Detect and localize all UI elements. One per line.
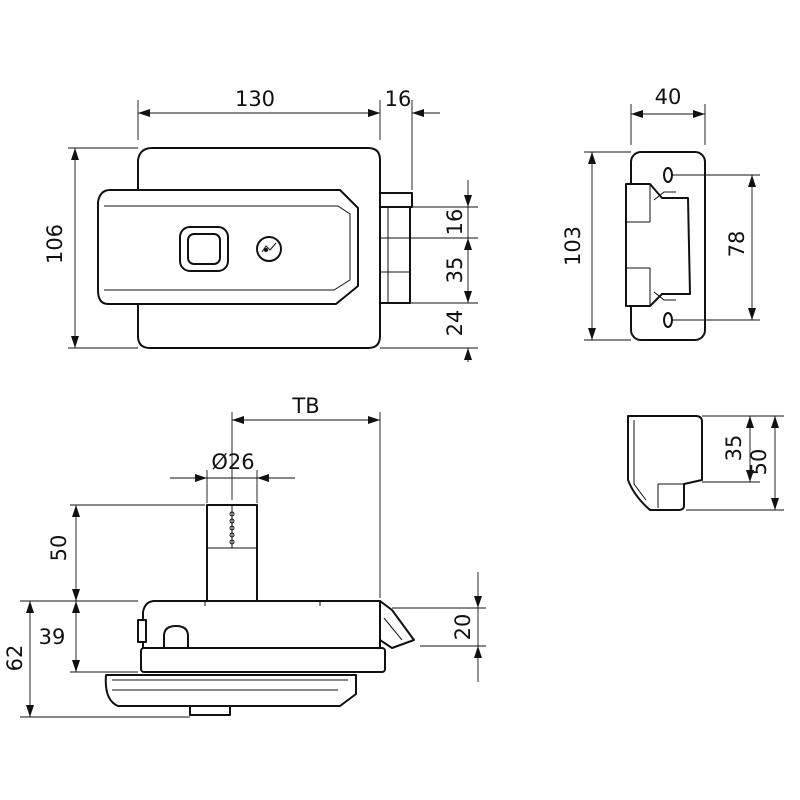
side-body xyxy=(625,183,691,307)
keeper-body xyxy=(627,415,703,511)
dim-width-label: 130 xyxy=(235,87,275,111)
dim-side-height-label: 103 xyxy=(561,226,585,266)
dim-projection-label: 16 xyxy=(385,87,412,111)
front-bolt-body xyxy=(379,206,411,304)
dim-keeper-outer-label: 50 xyxy=(747,449,771,476)
dim-bolt-offset-label: 20 xyxy=(451,614,475,641)
dim-backset-label: TB xyxy=(291,394,319,418)
front-back-plate xyxy=(137,147,381,349)
fingerprint-button-icon[interactable] xyxy=(179,226,229,272)
dim-keeper-inner-label: 35 xyxy=(722,435,746,462)
bottom-plate xyxy=(140,647,386,673)
dim-side-width-label: 40 xyxy=(655,85,682,109)
keyhole-icon xyxy=(256,236,282,262)
dim-hole-spacing-label: 78 xyxy=(725,231,749,258)
front-view: 130 16 106 16 35 24 xyxy=(43,87,478,362)
dim-height-label: 106 xyxy=(43,224,67,264)
latch-bolt xyxy=(379,600,415,649)
dim-diameter-label: Ø26 xyxy=(211,450,254,474)
side-view: 40 103 78 xyxy=(561,85,760,341)
cylinder-pins xyxy=(229,511,235,545)
keeper-view: 35 50 xyxy=(627,415,784,511)
dim-body-depth-label: 39 xyxy=(39,625,66,649)
dim-base-offset-label: 24 xyxy=(443,310,467,337)
front-bolt-upper xyxy=(379,192,413,208)
dim-overall-depth-label: 62 xyxy=(3,645,27,672)
dim-case-depth-label: 35 xyxy=(443,257,467,284)
dim-bolt-height-label: 16 xyxy=(443,209,467,236)
lock-case xyxy=(142,600,381,649)
bottom-view: TB Ø26 50 39 62 20 xyxy=(3,394,486,718)
dim-cylinder-length-label: 50 xyxy=(47,535,71,562)
